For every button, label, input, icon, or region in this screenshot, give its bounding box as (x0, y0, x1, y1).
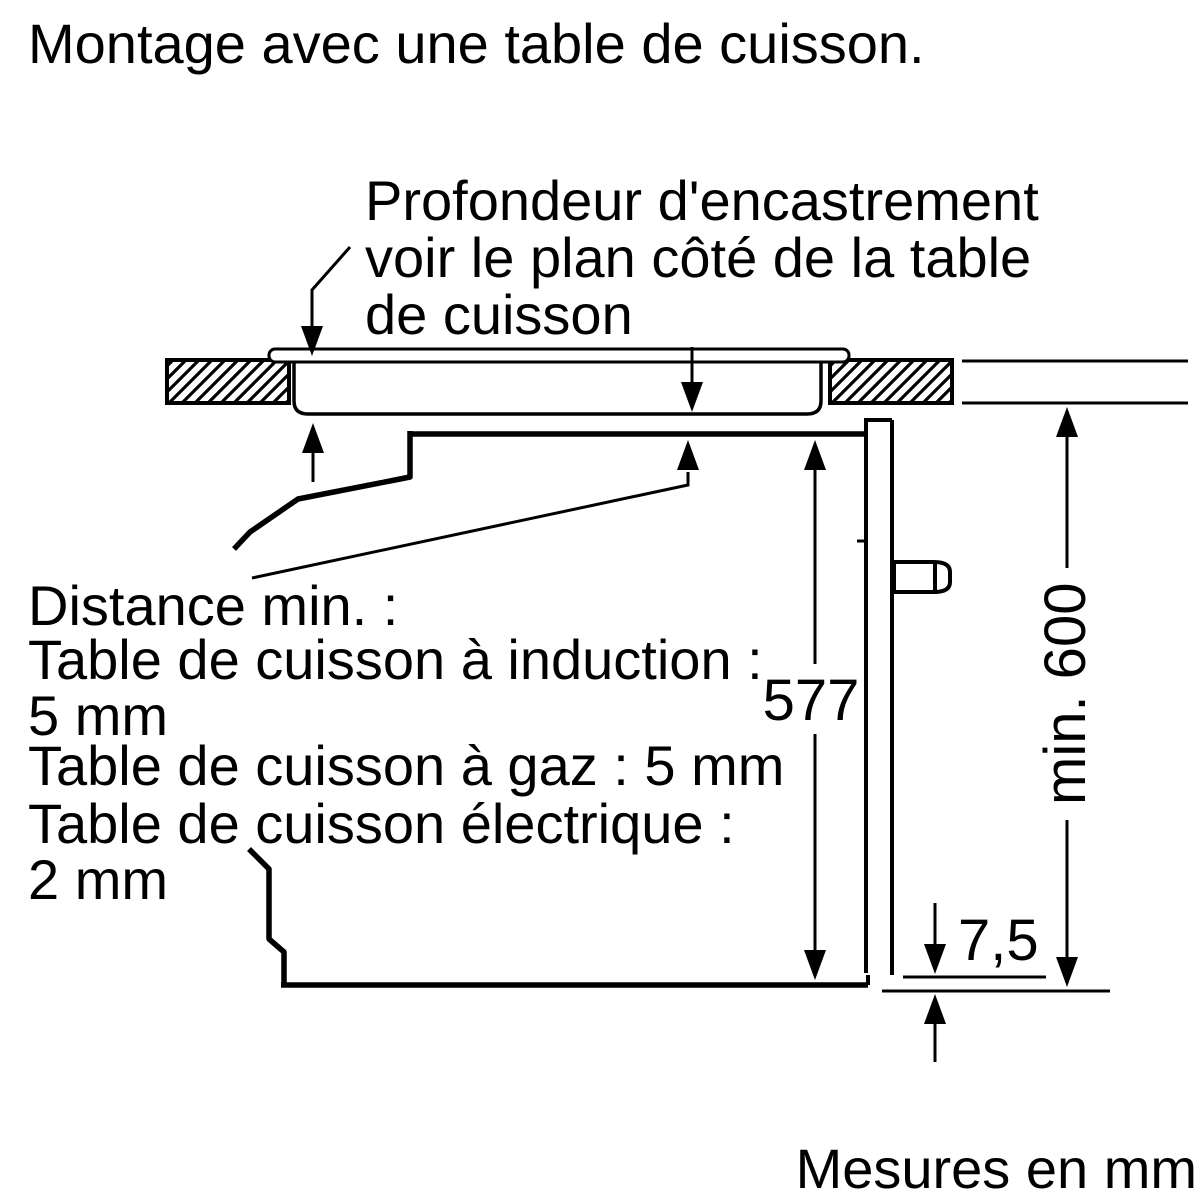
cooktop-tub-fill (294, 356, 821, 414)
oven-control-knob (892, 560, 952, 594)
note-electrique-value: 2 mm (28, 848, 168, 911)
page-title: Montage avec une table de cuisson. (28, 12, 925, 75)
bottom-gap-value: 7,5 (958, 908, 1039, 973)
niche-height-value: 577 (763, 668, 860, 733)
annotation-line-3: de cuisson (365, 283, 633, 346)
distance-min-leader-line (251, 472, 690, 580)
bottom-gap-up-arrowhead (924, 994, 946, 1024)
niche-height-top-arrowhead (804, 440, 826, 470)
worktop-left-section (165, 358, 291, 405)
annotation-leader-line (310, 246, 352, 330)
niche-height-bottom-arrowhead (804, 950, 826, 980)
flush-depth-arrowhead (681, 382, 703, 412)
floor-clearance-top-arrowhead (1056, 407, 1078, 437)
oven-outline-upper-left (231, 431, 413, 551)
cooktop-flange (267, 347, 851, 364)
note-electrique: Table de cuisson électrique : (28, 792, 735, 855)
bottom-gap-down-arrowhead (924, 944, 946, 974)
cooktop-tub-outline (292, 356, 823, 416)
units-note: Mesures en mm (796, 1137, 1197, 1200)
worktop-right-extension-lines (962, 359, 1188, 405)
note-gaz: Table de cuisson à gaz : 5 mm (28, 734, 784, 797)
floor-clearance-bottom-arrowhead (1056, 957, 1078, 987)
annotation-line-1: Profondeur d'encastrement (365, 169, 1039, 232)
floor-clearance-value: min. 600 (1033, 583, 1098, 805)
oven-outline-lower-left (247, 847, 287, 983)
annotation-line-2: voir le plan côté de la table (365, 226, 1031, 289)
note-induction: Table de cuisson à induction : (28, 628, 763, 691)
distance-min-up-arrowhead (302, 423, 324, 453)
note-distance-min: Distance min. : (28, 574, 398, 637)
annotation-leader-arrowhead (301, 326, 323, 356)
worktop-right-section (828, 358, 954, 405)
oven-front-panel-left-line (864, 418, 892, 973)
note-induction-value: 5 mm (28, 684, 168, 747)
distance-min-leader-arrowhead (677, 440, 699, 470)
